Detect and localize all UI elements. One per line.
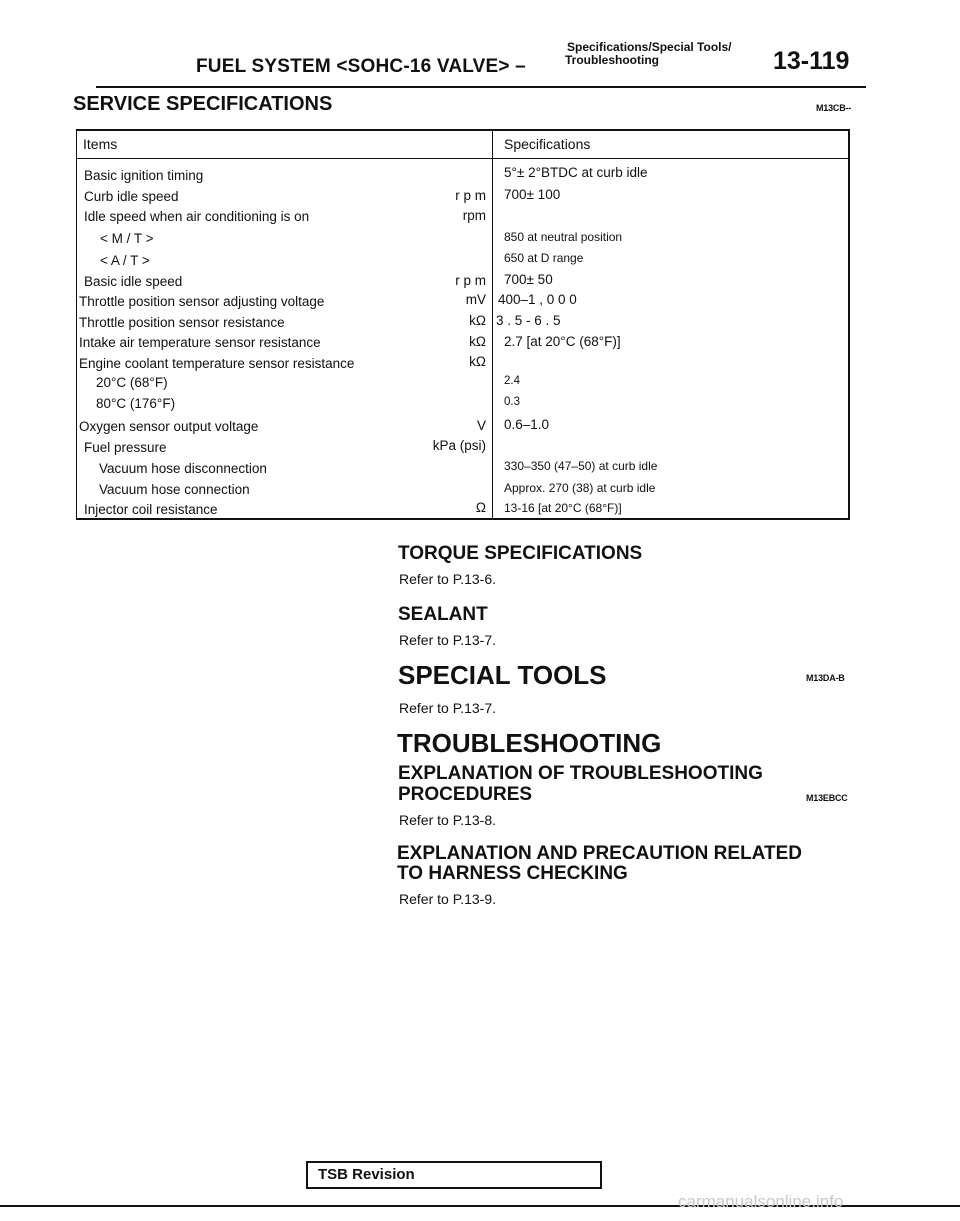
spec-item: Vacuum hose disconnection <box>99 461 267 476</box>
spec-item: Engine coolant temperature sensor resist… <box>79 356 355 371</box>
explanation-title-line1: EXPLANATION OF TROUBLESHOOTING <box>398 763 763 784</box>
spec-item: Curb idle speed <box>84 189 179 204</box>
table-right-border <box>848 129 850 520</box>
special-tools-refer: Refer to P.13-7. <box>399 700 497 716</box>
tsb-revision-label: TSB Revision <box>318 1166 415 1183</box>
table-bottom-border <box>76 518 849 520</box>
page-header: FUEL SYSTEM <SOHC-16 VALVE> – Specificat… <box>0 38 960 88</box>
spec-unit: Ω <box>475 500 486 515</box>
spec-item: Basic idle speed <box>84 274 183 289</box>
harness-title-line1: EXPLANATION AND PRECAUTION RELATED <box>397 843 802 864</box>
spec-item: 20°C (68°F) <box>96 375 168 390</box>
service-specifications-code: M13CB-- <box>816 103 852 113</box>
tsb-revision-box: TSB Revision <box>306 1161 602 1189</box>
spec-item: Fuel pressure <box>84 440 167 455</box>
header-subtitle: Specifications/Special Tools/ Troublesho… <box>565 41 732 67</box>
spec-value: 700± 100 <box>504 187 561 202</box>
spec-value: 700± 50 <box>504 272 553 287</box>
spec-unit: r p m <box>455 188 486 203</box>
bottom-rule <box>0 1205 960 1207</box>
spec-item: Vacuum hose connection <box>99 482 250 497</box>
spec-unit: kΩ <box>469 313 486 328</box>
torque-refer: Refer to P.13-6. <box>399 571 497 587</box>
spec-item: Idle speed when air conditioning is on <box>84 209 310 224</box>
spec-value: 850 at neutral position <box>504 230 623 244</box>
header-subtitle-line2: Troubleshooting <box>565 53 659 67</box>
specifications-table: Items Specifications Basic ignition timi… <box>76 129 850 520</box>
spec-unit: kΩ <box>469 334 486 349</box>
spec-unit: r p m <box>455 273 486 288</box>
spec-unit: kΩ <box>469 354 486 369</box>
sealant-title: SEALANT <box>398 604 488 625</box>
spec-item: Throttle position sensor adjusting volta… <box>79 294 325 309</box>
spec-value: 0.6–1.0 <box>504 417 550 432</box>
explanation-title-line2: PROCEDURES <box>398 784 533 805</box>
page-number: 13-119 <box>773 47 850 75</box>
troubleshooting-title: TROUBLESHOOTING <box>397 728 662 758</box>
header-subtitle-line1: Specifications/Special Tools/ <box>567 40 732 54</box>
harness-refer: Refer to P.13-9. <box>399 891 497 907</box>
table-header-rule <box>76 158 849 159</box>
spec-item: Throttle position sensor resistance <box>79 315 285 330</box>
column-header-items: Items <box>83 136 118 152</box>
spec-unit: rpm <box>462 208 486 223</box>
explanation-refer: Refer to P.13-8. <box>399 812 497 828</box>
spec-unit: mV <box>465 292 486 307</box>
table-top-border <box>76 129 849 131</box>
sealant-refer: Refer to P.13-7. <box>399 632 497 648</box>
spec-item: Intake air temperature sensor resistance <box>79 335 321 350</box>
header-rule <box>96 86 866 88</box>
service-specifications-title: SERVICE SPECIFICATIONS <box>73 93 333 115</box>
spec-value: Approx. 270 (38) at curb idle <box>504 481 656 495</box>
spec-value: 330–350 (47–50) at curb idle <box>504 459 658 473</box>
spec-item: < A / T > <box>100 253 150 268</box>
spec-value: 2.7 [at 20°C (68°F)] <box>504 334 621 349</box>
spec-value: 650 at D range <box>504 251 584 265</box>
torque-specifications-title: TORQUE SPECIFICATIONS <box>398 543 643 564</box>
column-header-specifications: Specifications <box>504 136 591 152</box>
spec-value: 400–1 , 0 0 0 <box>498 292 577 307</box>
harness-title-line2: TO HARNESS CHECKING <box>397 863 628 884</box>
spec-value: 0.3 <box>504 396 520 408</box>
spec-value: 13-16 [at 20°C (68°F)] <box>504 501 622 515</box>
watermark: carmanualsonline.info <box>678 1192 844 1211</box>
spec-item: 80°C (176°F) <box>96 396 176 411</box>
table-column-divider <box>492 129 493 520</box>
header-title: FUEL SYSTEM <SOHC-16 VALVE> – <box>196 56 526 77</box>
spec-item: Injector coil resistance <box>84 502 218 517</box>
spec-value: 2.4 <box>504 375 520 387</box>
spec-item: Oxygen sensor output voltage <box>79 419 259 434</box>
special-tools-code: M13DA-B <box>806 673 845 683</box>
spec-value: 3 . 5 - 6 . 5 <box>496 313 561 328</box>
spec-item: < M / T > <box>100 231 154 246</box>
special-tools-title: SPECIAL TOOLS <box>398 660 607 690</box>
table-left-border <box>76 129 77 520</box>
spec-item: Basic ignition timing <box>84 168 204 183</box>
spec-unit: kPa (psi) <box>432 438 486 453</box>
spec-unit: V <box>476 418 486 433</box>
explanation-code: M13EBCC <box>806 793 848 803</box>
spec-value: 5°± 2°BTDC at curb idle <box>504 165 648 180</box>
